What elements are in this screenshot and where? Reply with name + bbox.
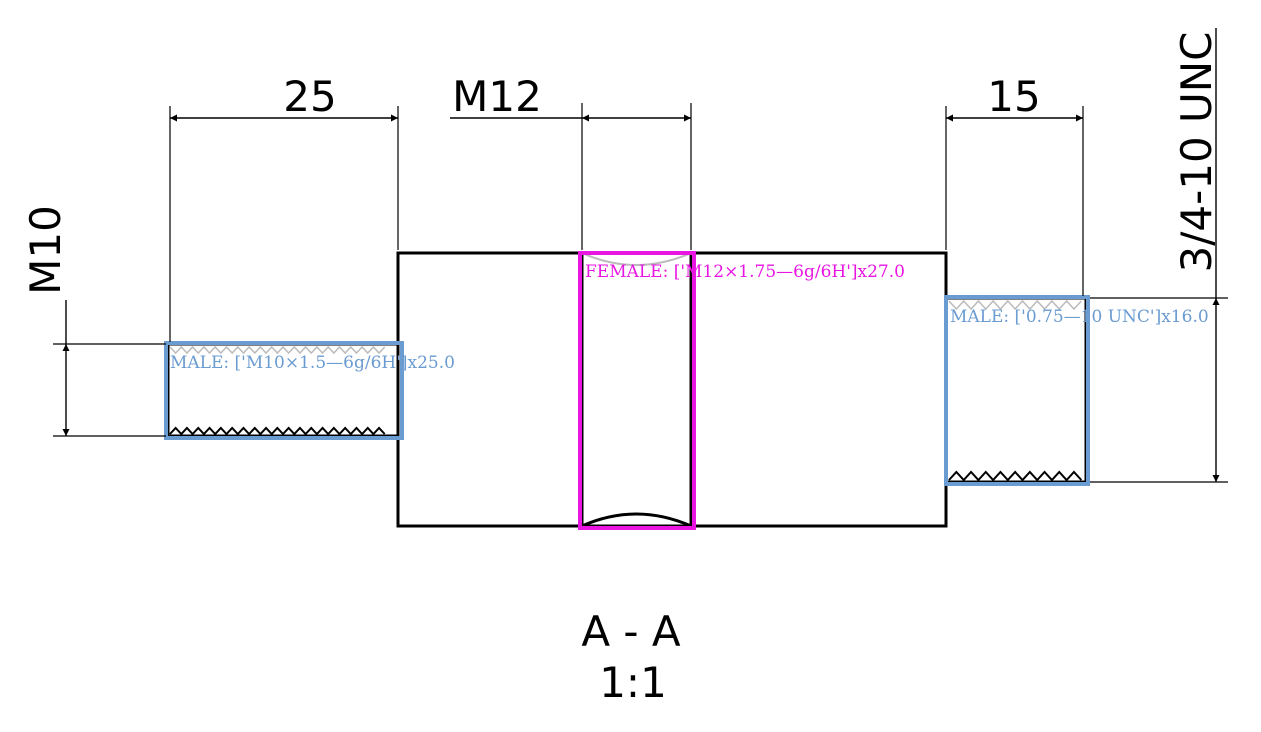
male-left-annotation: MALE: ['M10×1.5—6g/6H']x25.0 bbox=[170, 353, 455, 373]
section-caption: A - A bbox=[581, 607, 681, 656]
left-stud-thread-teeth bbox=[169, 426, 386, 436]
dimension-center-thread: M12 bbox=[450, 72, 692, 250]
dimension-left-length: 25 bbox=[169, 72, 399, 342]
dimension-left-thread: M10 bbox=[21, 205, 166, 437]
center-hole-bottom-arc bbox=[581, 512, 692, 528]
dimension-center-thread-label: M12 bbox=[452, 72, 542, 121]
dimension-left-length-label: 25 bbox=[283, 72, 336, 121]
dimension-right-thread-label: 3/4-10 UNC bbox=[1172, 31, 1221, 272]
male-left-highlight-box bbox=[164, 341, 404, 440]
scale-caption: 1:1 bbox=[599, 658, 667, 707]
male-right-highlight-box bbox=[944, 295, 1090, 486]
right-stud-thread-teeth bbox=[948, 470, 1083, 482]
center-hole-top-arc bbox=[581, 252, 692, 266]
main-body-outline bbox=[396, 251, 948, 528]
female-center-highlight-box bbox=[578, 251, 696, 530]
dimension-right-length: 15 bbox=[945, 72, 1084, 296]
male-right-annotation: MALE: ['0.75—10 UNC']x16.0 bbox=[950, 307, 1209, 327]
left-stud-thread-teeth-top bbox=[169, 345, 386, 355]
dimension-right-thread: 3/4-10 UNC bbox=[1090, 28, 1228, 483]
dimension-left-thread-label: M10 bbox=[21, 205, 70, 295]
right-stud-thread-teeth-top bbox=[948, 299, 1082, 311]
dimension-right-length-label: 15 bbox=[987, 72, 1040, 121]
female-center-annotation: FEMALE: ['M12×1.75—6g/6H']x27.0 bbox=[585, 262, 905, 282]
